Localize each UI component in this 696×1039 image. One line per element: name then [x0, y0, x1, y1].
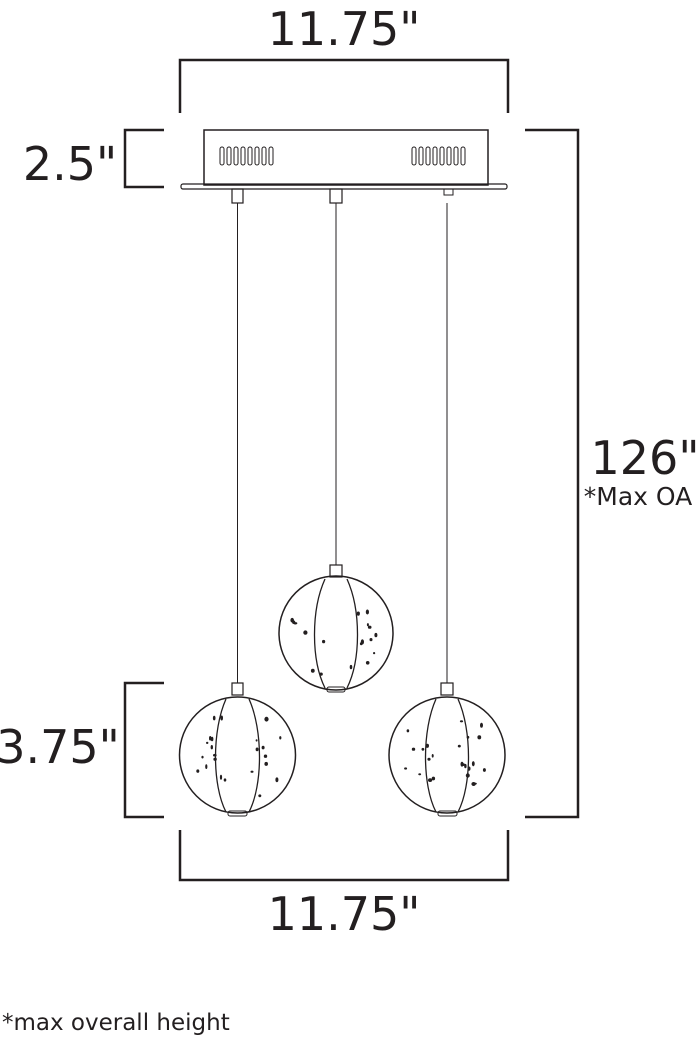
bubble-dot [421, 747, 425, 751]
bottom-width-label: 11.75" [268, 887, 421, 941]
bubble-dot [466, 735, 470, 739]
canopy-height-label: 2.5" [23, 137, 117, 191]
bubble-dot [209, 736, 212, 741]
pendant-left [178, 188, 297, 817]
bubble-dot [213, 757, 217, 761]
bubble-dot [457, 744, 461, 748]
bubble-dot [255, 747, 259, 752]
bubble-dot [480, 722, 483, 728]
top-width-label: 11.75" [268, 2, 421, 56]
bubble-dot [464, 763, 467, 769]
bubble-dot [219, 774, 223, 780]
bubble-dot [263, 754, 268, 758]
bubble-dot [212, 715, 216, 721]
bubble-dot [264, 716, 269, 722]
pendant-middle [278, 188, 394, 693]
bubble-dot [261, 745, 265, 750]
bubble-dot [365, 661, 370, 665]
bubble-dot [303, 630, 308, 635]
footnote: *max overall height [2, 1010, 230, 1036]
bubble-dot [366, 623, 369, 627]
bubble-dot [360, 639, 364, 645]
right-vent-slots [411, 146, 466, 166]
bubble-dot [210, 745, 213, 750]
bubble-dot [425, 743, 429, 748]
bubble-dot [411, 747, 416, 751]
globe-height-bracket [123, 681, 164, 819]
bubble-dot [250, 770, 254, 773]
bubble-dot [319, 672, 323, 676]
left-vent-slots [219, 146, 274, 166]
bubble-dot [213, 753, 217, 757]
bubble-dot [471, 782, 476, 786]
bubble-dot [349, 664, 353, 670]
overall-height-bracket [525, 128, 580, 819]
bubble-dot [264, 761, 269, 766]
bubble-dot [210, 736, 214, 742]
bubble-dot [356, 611, 360, 616]
bubble-dot [482, 768, 486, 772]
bubble-dot [255, 739, 258, 742]
bubble-dot [459, 720, 464, 723]
bubble-dot [258, 794, 262, 798]
glass-bubble-texture [196, 609, 486, 798]
overall-height-note: *Max OA [584, 482, 692, 511]
bubble-dot [201, 755, 204, 759]
globe-height-label: 3.75" [0, 720, 120, 774]
bubble-dot [290, 617, 295, 623]
bubble-dot [365, 609, 369, 615]
top-width-bracket [178, 58, 510, 113]
canopy [180, 129, 508, 196]
bubble-dot [310, 668, 315, 673]
pendant-right [388, 203, 506, 817]
bubble-dot [279, 736, 282, 740]
bubble-dot [406, 729, 410, 733]
bubble-dot [471, 761, 475, 767]
bubble-dot [467, 766, 471, 771]
bubble-dot [373, 652, 376, 655]
bubble-dot [428, 778, 433, 782]
bubble-dot [206, 741, 209, 745]
bubble-dot [275, 777, 279, 783]
bubble-dot [431, 776, 436, 781]
bubble-dot [196, 769, 200, 773]
bubble-dot [205, 764, 208, 769]
bottom-width-bracket [178, 830, 510, 882]
bubble-dot [418, 773, 422, 776]
bubble-dot [369, 638, 373, 642]
bubble-dot [223, 778, 227, 782]
bubble-dot [220, 715, 223, 721]
bubble-dot [374, 632, 378, 638]
bubble-dot [322, 639, 326, 644]
canopy-height-bracket [123, 128, 164, 189]
bubble-dot [427, 757, 431, 761]
bubble-dot [460, 761, 464, 767]
bubble-dot [431, 754, 434, 758]
bubble-dot [477, 735, 482, 740]
bubble-dot [404, 767, 408, 770]
bubble-dot [367, 625, 372, 629]
bubble-dot [465, 773, 470, 778]
overall-height-label: 126" [591, 431, 696, 485]
